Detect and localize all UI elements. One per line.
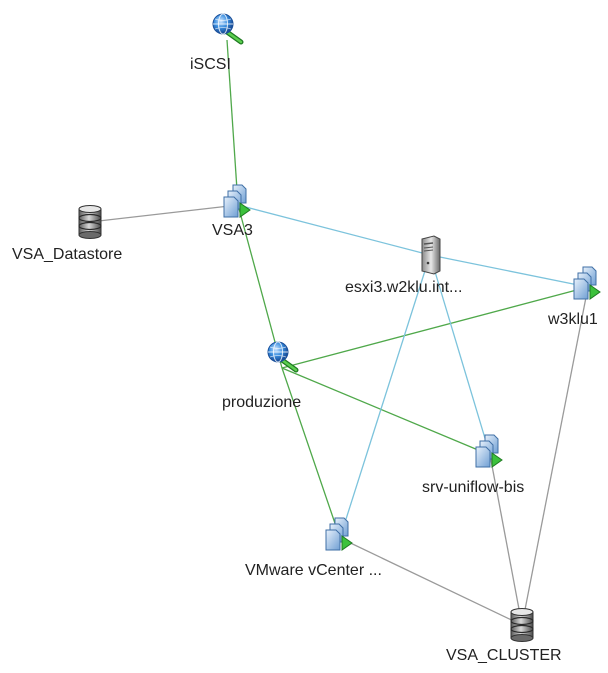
virtual-machine-icon[interactable] (475, 433, 509, 471)
network-globe-icon[interactable] (265, 340, 299, 374)
link-produzione-vcenter (281, 367, 341, 539)
datastore-icon[interactable] (509, 608, 535, 642)
virtual-machine-icon[interactable] (223, 183, 257, 221)
node-label: w3klu1 (548, 311, 598, 328)
link-produzione-srv_uniflow (281, 367, 491, 456)
host-server-icon[interactable] (418, 235, 442, 275)
node-label: VSA3 (212, 222, 253, 239)
datastore-icon[interactable] (77, 205, 103, 239)
node-label: produzione (222, 394, 302, 411)
link-esxi3-w3klu1 (429, 254, 589, 288)
network-globe-icon[interactable] (210, 12, 244, 46)
virtual-machine-icon[interactable] (573, 265, 607, 303)
node-label: esxi3.w2klu.int... (345, 279, 463, 296)
link-vcenter-vsa_cluster (339, 537, 523, 626)
link-iscsi-vsa3 (226, 39, 239, 206)
link-vsa3-esxi3 (237, 204, 431, 256)
link-vsa3-produzione (237, 204, 283, 369)
virtual-machine-icon[interactable] (325, 516, 359, 554)
node-label: VSA_CLUSTER (446, 647, 562, 664)
link-vsa_ds-vsa3 (89, 204, 239, 223)
node-label: srv-uniflow-bis (422, 479, 525, 496)
link-esxi3-srv_uniflow (429, 254, 491, 456)
node-label: VSA_Datastore (12, 246, 123, 263)
link-produzione-w3klu1 (281, 286, 589, 369)
node-label: iSCSI (190, 56, 231, 73)
node-label: VMware vCenter ... (245, 562, 382, 579)
link-w3klu1-vsa_cluster (521, 286, 589, 626)
link-srv_uniflow-vsa_cluster (489, 454, 523, 626)
link-esxi3-vcenter (339, 254, 431, 539)
